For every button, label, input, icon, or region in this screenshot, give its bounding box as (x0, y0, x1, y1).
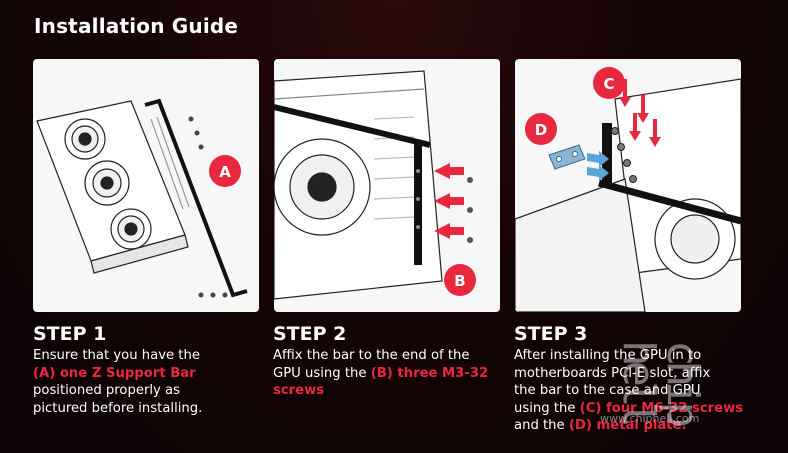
step-2: STEP 2 Affix the bar to the end of the G… (273, 323, 505, 400)
badge-a: A (209, 155, 241, 187)
svg-text:D: D (535, 121, 547, 139)
badge-b: B (444, 264, 476, 296)
svg-text:C: C (603, 75, 614, 93)
step-1-illustration: A (33, 59, 259, 312)
step-1-text: Ensure that you have the (A) one Z Suppo… (33, 347, 265, 417)
badge-d: D (525, 113, 557, 145)
svg-text:B: B (454, 272, 465, 290)
metal-plate (549, 145, 585, 169)
step-2-heading: STEP 2 (273, 323, 505, 345)
step-3-illustration: C D (515, 59, 741, 312)
svg-text:A: A (219, 163, 231, 181)
step-1-heading: STEP 1 (33, 323, 265, 345)
step-2-illustration: B (274, 59, 500, 312)
step-1: STEP 1 Ensure that you have the (A) one … (33, 323, 265, 417)
step-2-text: Affix the bar to the end of the GPU usin… (273, 347, 505, 400)
page-title: Installation Guide (34, 14, 238, 38)
watermark-logo: chip hell (616, 340, 704, 424)
badge-c: C (593, 67, 625, 99)
arrow-icon (434, 163, 464, 239)
